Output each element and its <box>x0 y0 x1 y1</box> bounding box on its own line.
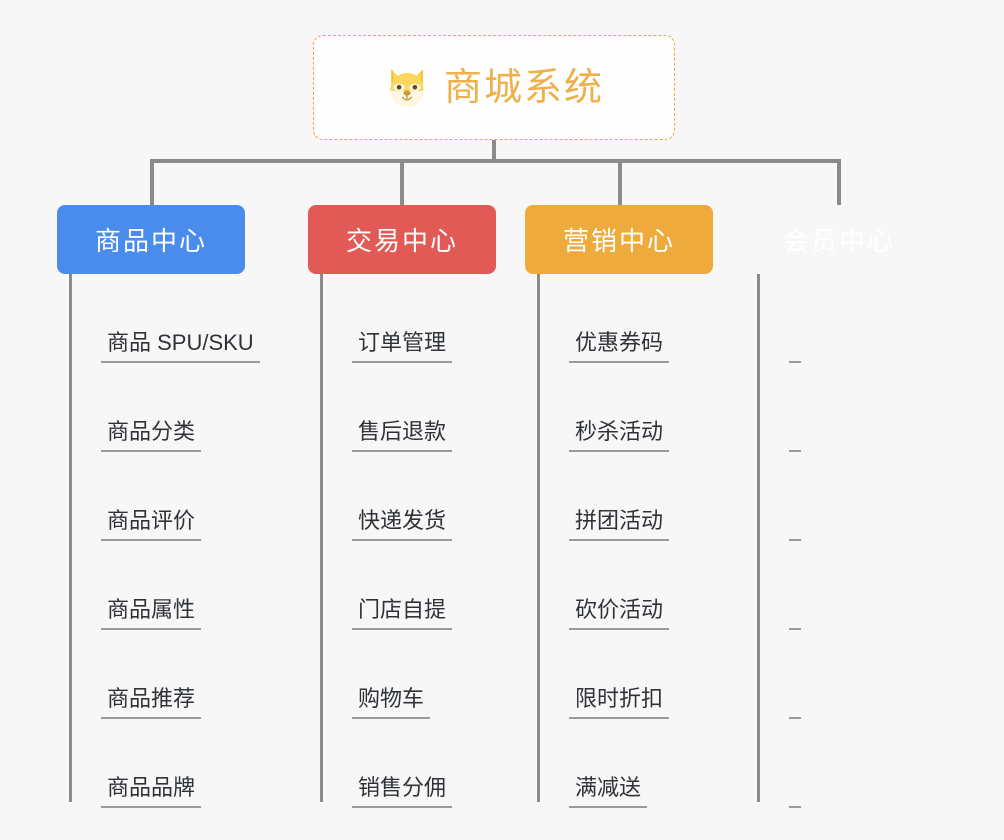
leaf-list: 优惠券码 秒杀活动 拼团活动 砍价活动 限时折扣 满减送 <box>525 274 713 808</box>
column-product-center: 商品中心 商品 SPU/SKU 商品分类 商品评价 商品属性 商品推荐 商品品牌 <box>57 205 260 808</box>
list-item[interactable]: 门店自提 <box>320 541 496 630</box>
list-item[interactable]: 限时折扣 <box>537 630 713 719</box>
leaf-label: 商品推荐 <box>101 686 202 719</box>
list-item[interactable] <box>757 274 933 363</box>
category-header-marketing-center[interactable]: 营销中心 <box>525 205 713 274</box>
list-item[interactable]: 满减送 <box>537 719 713 808</box>
connector-drop-4 <box>837 159 841 205</box>
leaf-label: 秒杀活动 <box>569 419 670 452</box>
leaf-label: 满减送 <box>569 775 648 808</box>
connector-drop-1 <box>150 159 154 205</box>
list-item[interactable] <box>757 452 933 541</box>
leaf-label: 商品品牌 <box>101 775 202 808</box>
leaf-label: 商品属性 <box>101 597 202 630</box>
list-item[interactable]: 订单管理 <box>320 274 496 363</box>
connector-horizontal-bus <box>150 159 840 163</box>
list-item[interactable]: 售后退款 <box>320 363 496 452</box>
column-spine <box>757 274 760 802</box>
leaf-label: 优惠券码 <box>569 330 670 363</box>
leaf-label: 砍价活动 <box>569 597 670 630</box>
leaf-label <box>789 711 801 719</box>
category-header-product-center[interactable]: 商品中心 <box>57 205 245 274</box>
column-member-center: 会员中心 <box>745 205 933 808</box>
leaf-label <box>789 800 801 808</box>
connector-drop-2 <box>400 159 404 205</box>
category-header-trade-center[interactable]: 交易中心 <box>308 205 496 274</box>
list-item[interactable]: 商品 SPU/SKU <box>69 274 260 363</box>
list-item[interactable]: 商品品牌 <box>69 719 245 808</box>
list-item[interactable]: 砍价活动 <box>537 541 713 630</box>
column-trade-center: 交易中心 订单管理 售后退款 快递发货 门店自提 购物车 销售分佣 <box>308 205 496 808</box>
category-title: 商品中心 <box>94 226 207 256</box>
leaf-label: 商品评价 <box>101 508 202 541</box>
root-title: 商城系统 <box>443 66 604 109</box>
leaf-label: 销售分佣 <box>352 775 453 808</box>
list-item[interactable]: 拼团活动 <box>537 452 713 541</box>
leaf-label: 拼团活动 <box>569 508 670 541</box>
list-item[interactable] <box>757 541 933 630</box>
leaf-label: 商品 SPU/SKU <box>101 330 260 363</box>
leaf-label: 门店自提 <box>352 597 453 630</box>
root-node[interactable]: 商城系统 <box>313 35 675 140</box>
list-item[interactable]: 秒杀活动 <box>537 363 713 452</box>
list-item[interactable]: 商品推荐 <box>69 630 245 719</box>
category-header-member-center[interactable]: 会员中心 <box>745 205 933 274</box>
leaf-label: 限时折扣 <box>569 686 670 719</box>
category-title: 营销中心 <box>562 226 675 256</box>
list-item[interactable] <box>757 630 933 719</box>
leaf-label: 商品分类 <box>101 419 202 452</box>
leaf-label <box>789 622 801 630</box>
list-item[interactable] <box>757 719 933 808</box>
column-spine <box>69 274 72 802</box>
leaf-label: 快递发货 <box>352 508 453 541</box>
column-spine <box>537 274 540 802</box>
leaf-label <box>789 355 801 363</box>
list-item[interactable]: 优惠券码 <box>537 274 713 363</box>
list-item[interactable] <box>757 363 933 452</box>
leaf-label: 购物车 <box>352 686 431 719</box>
column-marketing-center: 营销中心 优惠券码 秒杀活动 拼团活动 砍价活动 限时折扣 满减送 <box>525 205 713 808</box>
connector-drop-3 <box>618 159 622 205</box>
connector-root-stem <box>492 140 496 162</box>
list-item[interactable]: 商品分类 <box>69 363 245 452</box>
list-item[interactable]: 商品属性 <box>69 541 245 630</box>
category-title: 会员中心 <box>782 226 895 256</box>
column-spine <box>320 274 323 802</box>
leaf-label <box>789 444 801 452</box>
list-item[interactable]: 快递发货 <box>320 452 496 541</box>
list-item[interactable]: 商品评价 <box>69 452 245 541</box>
list-item[interactable]: 购物车 <box>320 630 496 719</box>
leaf-label: 售后退款 <box>352 419 453 452</box>
shiba-dog-face-icon <box>390 68 424 107</box>
leaf-list: 商品 SPU/SKU 商品分类 商品评价 商品属性 商品推荐 商品品牌 <box>57 274 260 808</box>
leaf-label <box>789 533 801 541</box>
list-item[interactable]: 销售分佣 <box>320 719 496 808</box>
leaf-label: 订单管理 <box>352 330 453 363</box>
category-title: 交易中心 <box>345 226 458 256</box>
leaf-list: 订单管理 售后退款 快递发货 门店自提 购物车 销售分佣 <box>308 274 496 808</box>
leaf-list <box>745 274 933 808</box>
